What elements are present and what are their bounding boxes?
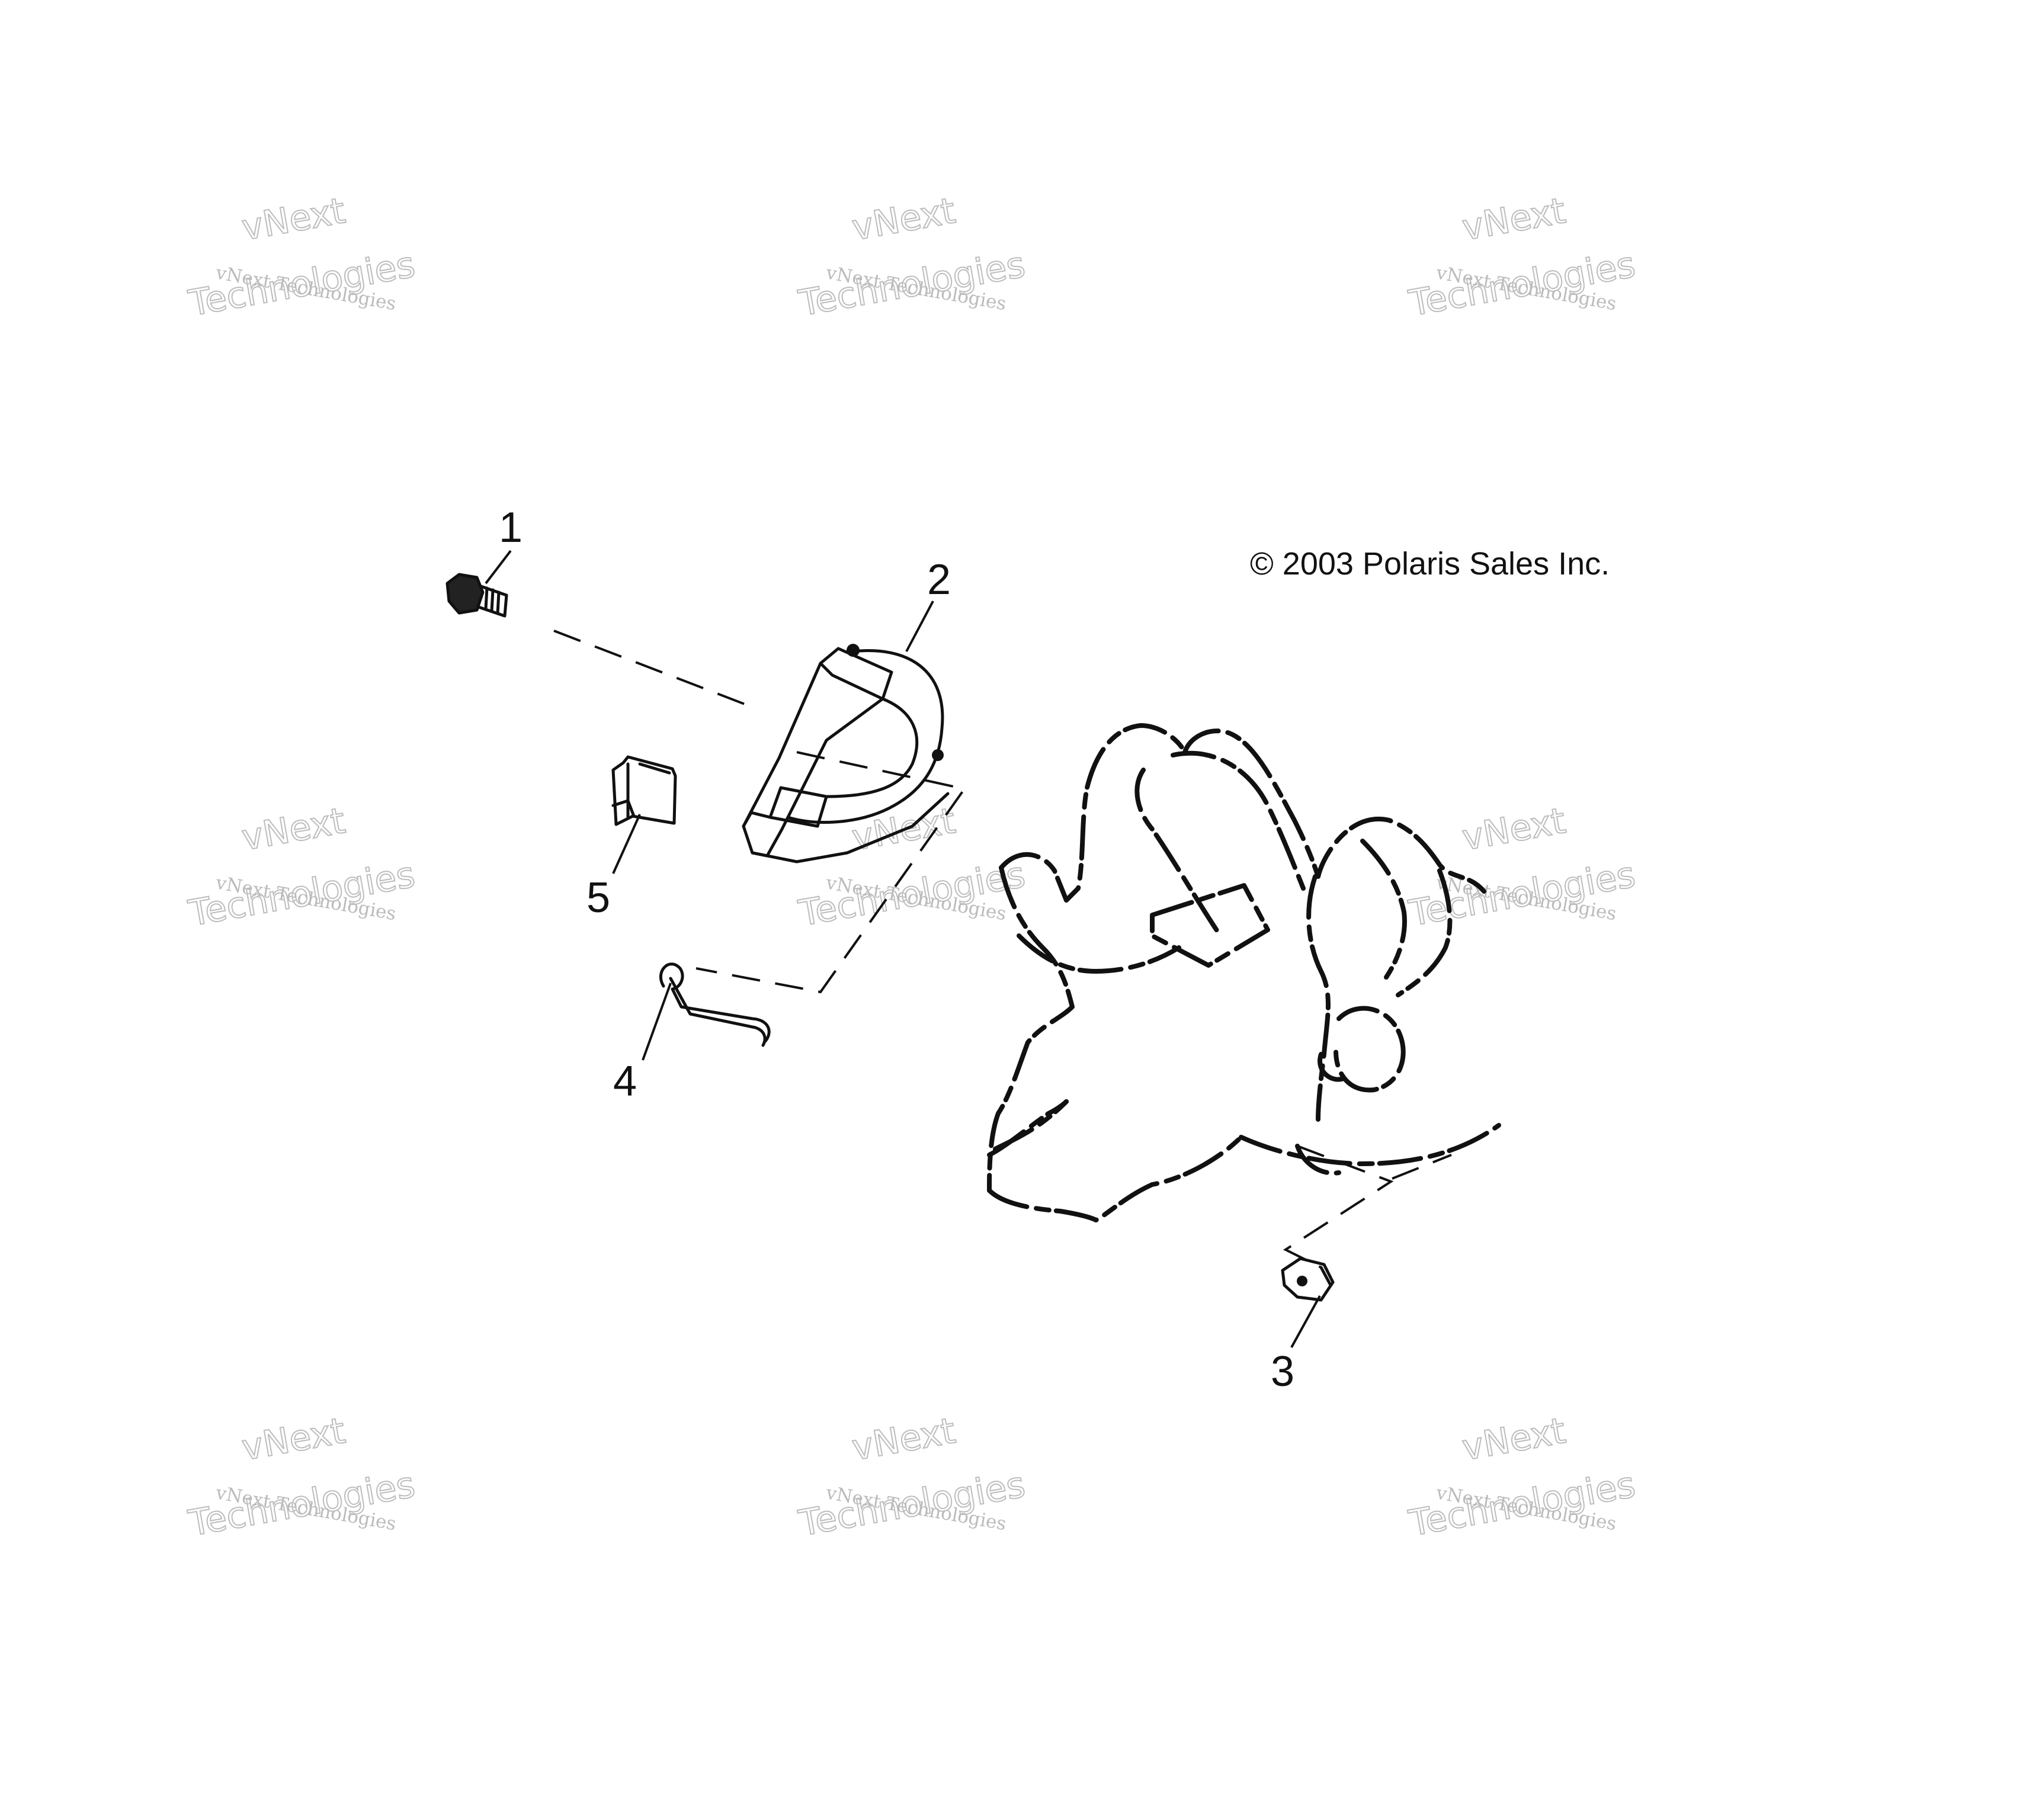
callout-1: 1	[499, 504, 523, 551]
svg-text:vNext: vNext	[239, 1410, 348, 1469]
svg-text:vNext: vNext	[849, 190, 959, 249]
watermark-layer: vNext Technologies vNext Technologies vN…	[185, 190, 1639, 1545]
svg-text:vNext: vNext	[849, 1410, 959, 1469]
callout-leaders	[485, 550, 1321, 1348]
svg-text:vNext: vNext	[239, 800, 348, 859]
watermark: vNext Technologies vNext Technologies	[185, 1410, 419, 1545]
watermark: vNext Technologies vNext Technologies	[185, 190, 419, 325]
svg-text:vNext: vNext	[1459, 190, 1569, 249]
part-nut[interactable]	[1281, 1257, 1335, 1302]
watermark: vNext Technologies vNext Technologies	[1405, 1410, 1639, 1545]
svg-text:vNext: vNext	[1459, 1410, 1569, 1469]
callout-4: 4	[613, 1058, 637, 1105]
part-connector[interactable]	[611, 755, 677, 826]
watermark: vNext Technologies vNext Technologies	[1405, 190, 1639, 325]
watermark: vNext Technologies vNext Technologies	[185, 800, 419, 935]
watermark: vNext Technologies vNext Technologies	[795, 190, 1029, 325]
part-wire-clip[interactable]	[659, 962, 771, 1047]
callout-3: 3	[1271, 1348, 1294, 1395]
part-ignition-coil[interactable]	[742, 644, 950, 864]
callout-5: 5	[586, 874, 610, 922]
svg-text:vNext: vNext	[1459, 800, 1569, 859]
svg-text:vNext: vNext	[239, 190, 348, 249]
copyright-notice: © 2003 Polaris Sales Inc.	[1250, 546, 1610, 582]
watermark: vNext Technologies vNext Technologies	[795, 1410, 1029, 1545]
part-bolt[interactable]	[445, 573, 508, 618]
engine-outline	[987, 723, 1501, 1222]
watermark: vNext Technologies vNext Technologies	[1405, 800, 1639, 935]
assembly-guides	[553, 630, 1452, 1269]
callout-2: 2	[927, 556, 951, 604]
